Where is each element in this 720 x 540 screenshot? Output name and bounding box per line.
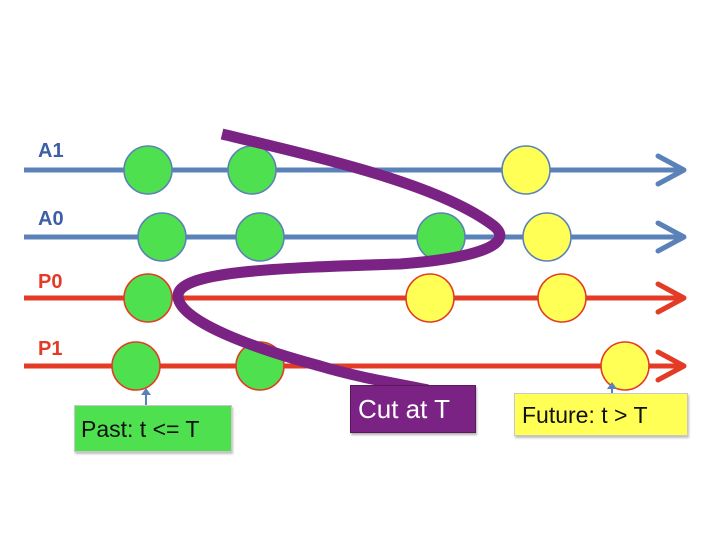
lane-label-p1: P1 [38,338,62,360]
past-callout-pointer-head [141,388,151,395]
lane-arrowhead-p1 [655,349,687,383]
events-layer [111,145,650,391]
event-past-p0-1 [123,273,173,323]
lane-arrowhead-a0 [655,220,687,254]
cut-line [172,128,506,396]
lane-arrowhead-p0 [655,281,687,315]
lane-label-a0: A0 [38,208,64,230]
event-future-a1-3 [501,145,551,195]
event-past-a0-1 [137,212,187,262]
past-callout: Past: t <= T [74,405,232,452]
event-future-a0-4 [522,212,572,262]
event-past-a0-2 [235,212,285,262]
future-callout: Future: t > T [514,393,688,436]
lane-arrowhead-a1 [655,153,687,187]
event-past-a1-2 [227,145,277,195]
cut-callout: Cut at T [350,385,476,433]
event-future-p0-3 [537,273,587,323]
event-past-a1-1 [123,145,173,195]
event-past-p1-1 [111,341,161,391]
event-future-p1-3 [600,341,650,391]
pointers-layer [141,382,617,408]
lane-label-p0: P0 [38,271,62,293]
future-callout-pointer-head [607,382,617,389]
event-future-p0-2 [405,273,455,323]
lane-label-a1: A1 [38,140,64,162]
